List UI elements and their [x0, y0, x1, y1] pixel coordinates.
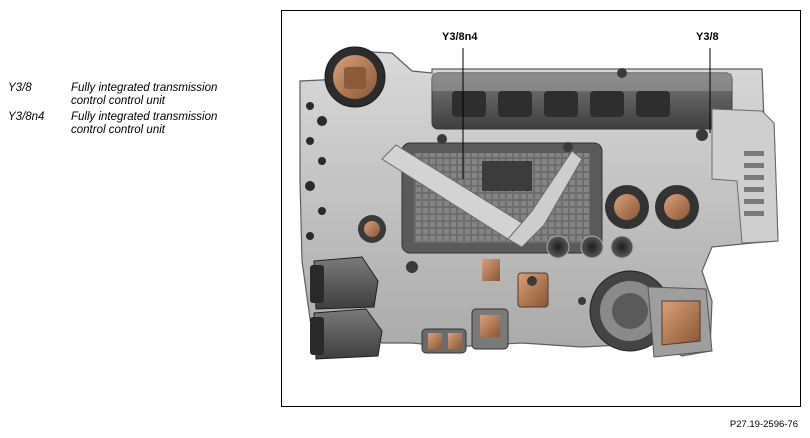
legend: Y3/8 Fully integrated transmission contr…: [8, 82, 268, 140]
top-bores: [452, 91, 670, 117]
pipe-connectors: [310, 256, 383, 360]
callout-label-y3-8n4: Y3/8n4: [442, 31, 478, 43]
copper-terminal: [661, 300, 701, 346]
legend-code: Y3/8n4: [8, 111, 45, 123]
legend-code: Y3/8: [8, 82, 32, 94]
callout-label-y3-8: Y3/8: [696, 31, 719, 43]
bolts: [406, 68, 708, 305]
figure-id: P27.19-2596-76: [729, 419, 798, 430]
curved-strap: [507, 150, 583, 248]
figure-frame: Y3/8n4 Y3/8: [281, 10, 801, 407]
legend-description: Fully integrated transmission control co…: [71, 82, 218, 107]
central-connector: [517, 272, 549, 308]
port-row: [546, 235, 634, 259]
legend-row-y3-8n4: Y3/8n4 Fully integrated transmission con…: [8, 111, 268, 137]
legend-row-y3-8: Y3/8 Fully integrated transmission contr…: [8, 82, 268, 108]
legend-description: Fully integrated transmission control co…: [71, 111, 218, 136]
transmission-control-unit-illustration: [299, 46, 779, 360]
coil-pair: [605, 185, 699, 229]
left-edge-holes: [305, 102, 327, 240]
bracket-slots: [744, 151, 764, 216]
bottom-cylinders: [421, 308, 509, 354]
